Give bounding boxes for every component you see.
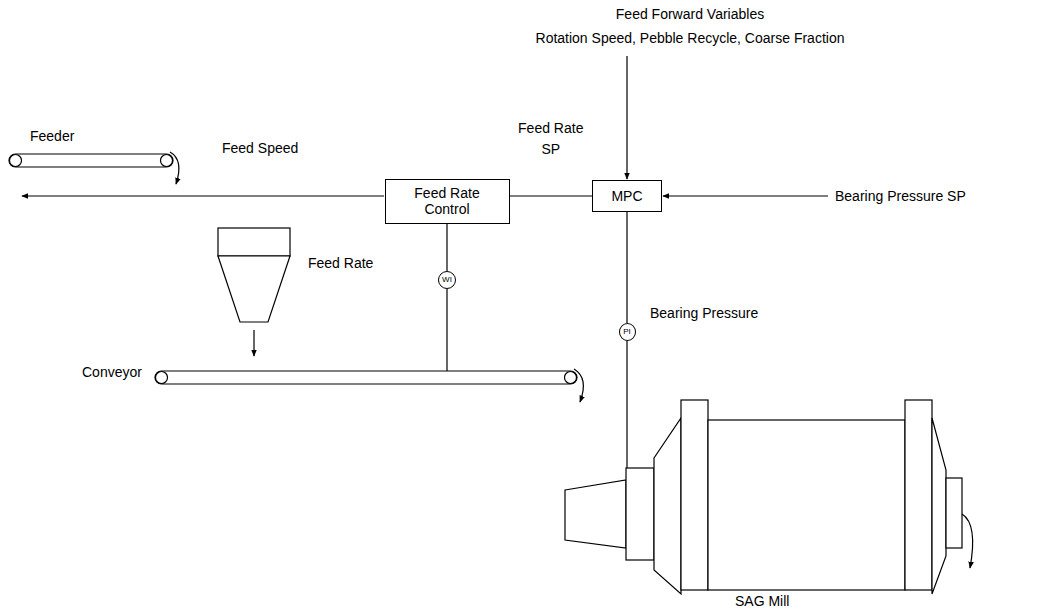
mill-shell (708, 420, 905, 590)
belt-roller (565, 372, 577, 384)
signal-label: Feed Forward Variables (616, 6, 764, 22)
belt-roller (156, 372, 168, 384)
controller-box: Feed Rate Control (385, 179, 510, 224)
signal-arrow (626, 56, 627, 179)
hopper (218, 256, 290, 322)
mill-trunnion (946, 478, 962, 548)
conveyor-belt (155, 371, 577, 384)
feeder-belt (9, 154, 173, 167)
hopper (218, 228, 290, 256)
equipment-label: SAG Mill (735, 593, 789, 609)
belt-roller (10, 155, 22, 167)
controller-box: MPC (592, 180, 662, 212)
discharge-arrow (170, 152, 179, 184)
signal-label: Feed Rate SP (511, 118, 591, 160)
discharge-arrow (962, 514, 973, 568)
mill-flange (905, 400, 932, 590)
signal-line (446, 289, 447, 371)
flow-arrow (253, 330, 254, 356)
signal-line (626, 341, 627, 468)
node-text: PI (623, 327, 631, 336)
mill-cone (932, 418, 946, 594)
signal-label: Bearing Pressure SP (835, 188, 966, 204)
equipment-label: Conveyor (82, 364, 142, 380)
measurement-label: Bearing Pressure (650, 305, 758, 321)
signal-label: Feed Speed (222, 140, 298, 156)
signal-label: Rotation Speed, Pebble Recycle, Coarse F… (536, 30, 845, 46)
instrument-bubble: WI (438, 271, 456, 289)
signal-arrow (22, 195, 384, 196)
signal-line (510, 195, 593, 196)
signal-line (446, 224, 447, 272)
node-text: WI (442, 275, 452, 284)
instrument-bubble: PI (619, 323, 636, 341)
node-text: MPC (611, 188, 642, 204)
mill-flange (681, 400, 708, 590)
belt-roller (161, 155, 173, 167)
signal-arrow (663, 195, 828, 196)
signal-line (626, 212, 627, 323)
mill-trunnion (626, 468, 654, 560)
measurement-label: Feed Rate (308, 255, 373, 271)
feed-chute (565, 480, 626, 548)
discharge-arrow (574, 369, 583, 402)
node-text: Feed Rate Control (407, 185, 487, 217)
equipment-label: Feeder (30, 128, 74, 144)
mill-cone (654, 418, 681, 594)
